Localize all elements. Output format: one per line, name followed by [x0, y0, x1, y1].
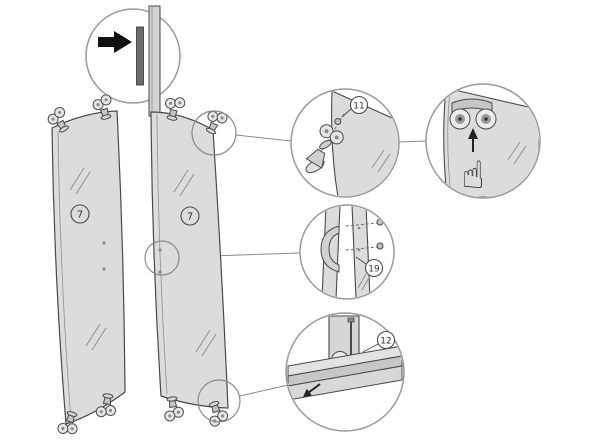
callout-line [235, 134, 292, 142]
left-panel-glass [51, 110, 126, 425]
roller-screw [334, 118, 342, 125]
part-number-text: 11 [353, 102, 364, 112]
detail-roller-install-content: ☝ [443, 87, 539, 197]
wall-profile-bar [148, 5, 161, 117]
detail-joint-clamp: 19 [299, 204, 395, 300]
part-label-11: 11 [349, 95, 369, 115]
screw-hole [357, 248, 361, 252]
hand-icon: ☝ [461, 153, 484, 197]
roller-wheel-hub [334, 135, 339, 140]
down-arrow-icon [303, 388, 312, 397]
indicator-circles [144, 110, 241, 423]
screw-axis [345, 222, 378, 227]
lens-circle [299, 204, 395, 300]
label-leader-line [362, 343, 379, 353]
detail-roller-exploded-content [305, 90, 398, 196]
panel-number-text: 7 [77, 210, 83, 221]
detail-joint-clamp-content [320, 206, 384, 298]
detail-bottom-guide-content [287, 315, 403, 401]
mount-hole [102, 267, 106, 271]
profile-strip-detail [85, 5, 181, 117]
left-panel: 7 [44, 93, 126, 438]
screw-axis [345, 246, 378, 251]
mount-hole [158, 270, 162, 274]
label-leader-line [355, 256, 367, 265]
glass-shine-marks [507, 141, 527, 165]
glass-shine-marks [69, 167, 107, 351]
part-number-text: 12 [380, 337, 391, 347]
detail-roller-install: ☝ [425, 83, 541, 199]
screw-hole [357, 226, 361, 230]
down-arrow-shaft [307, 383, 321, 394]
up-arrow-icon [468, 128, 478, 139]
bolt-head [347, 317, 355, 323]
roller-cone [305, 148, 326, 169]
panel-corner [331, 90, 398, 196]
right-panel-glass [150, 111, 229, 409]
seal-strip [136, 26, 144, 86]
panel-number-text: 7 [187, 212, 193, 223]
glass-shine-marks [173, 169, 217, 357]
insert-arrow-icon [98, 31, 132, 53]
glass-shine-marks [357, 273, 371, 291]
mount-hole [158, 248, 162, 252]
right-panel-edge-line [156, 113, 168, 395]
part-number-text: 19 [368, 265, 380, 275]
right-panel: 7 [150, 94, 231, 428]
panel-number-label-left: 7 [70, 204, 90, 224]
detail-roller-exploded: 11 [290, 88, 400, 198]
indicator-circle-top-roller [191, 110, 237, 156]
mount-hole [102, 241, 106, 245]
left-panel-edge-line [57, 130, 72, 421]
roller-wheel-hub [484, 117, 488, 121]
glass-shine-marks [371, 149, 391, 173]
indicator-circle-joint [144, 240, 180, 276]
roller-wheel-hub [324, 129, 329, 134]
panel-number-label-right: 7 [180, 206, 200, 226]
clamp-bracket [320, 225, 340, 273]
lens-circle [85, 8, 181, 104]
screw-icon [376, 242, 384, 250]
part-label-19: 19 [364, 258, 384, 278]
part-label-12: 12 [376, 330, 396, 350]
indicator-circle-bottom-roller [197, 379, 241, 423]
callout-line [398, 140, 427, 143]
label-leader-line [341, 108, 352, 118]
roller-wheel-hub [458, 117, 462, 121]
callout-line [239, 384, 289, 397]
detail-bottom-guide: 12 [285, 312, 405, 432]
panel-edge-line [447, 89, 452, 197]
